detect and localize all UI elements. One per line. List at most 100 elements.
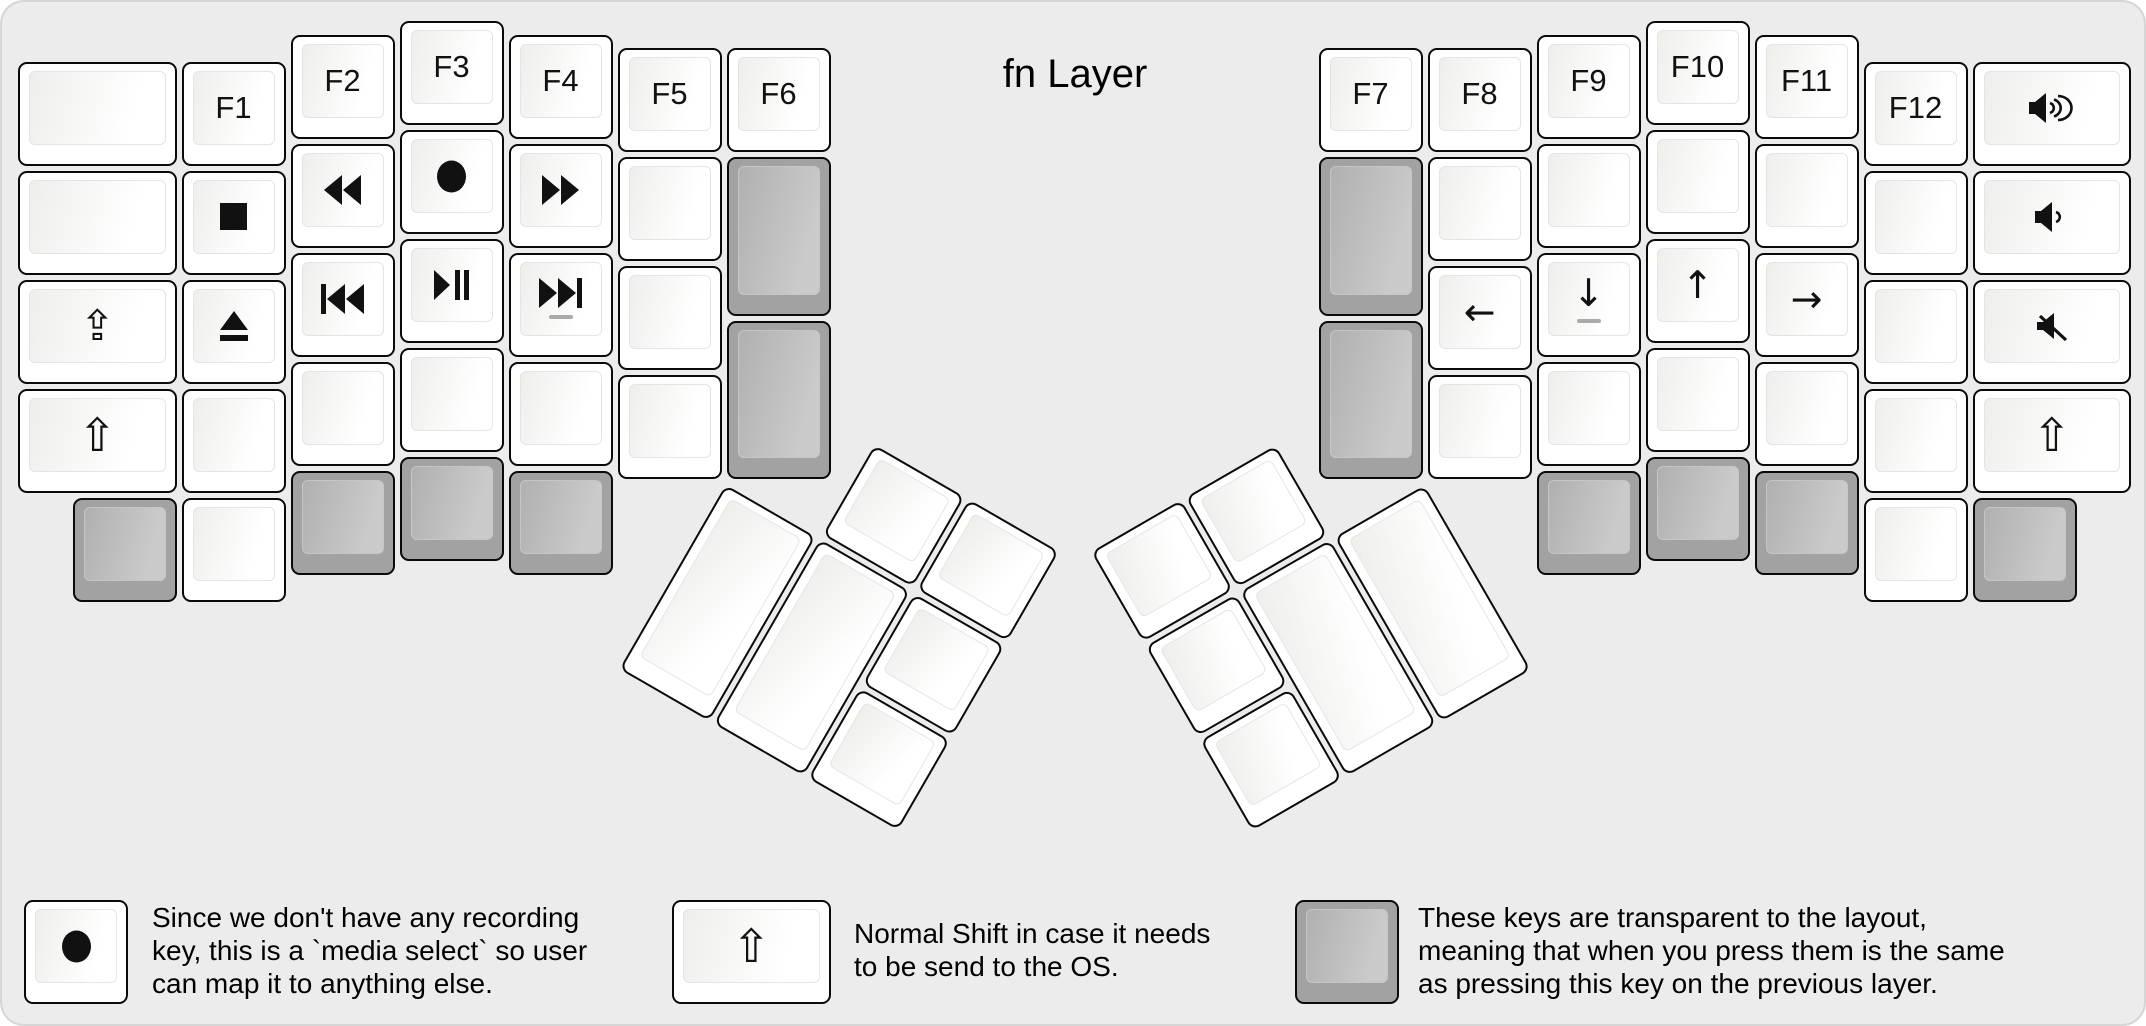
- key-label: F10: [1670, 49, 1725, 84]
- key-play-pause[interactable]: [399, 239, 504, 343]
- arrow-down-icon: ↓: [1572, 271, 1605, 316]
- key-arrow-up[interactable]: ↑: [1645, 239, 1750, 343]
- key-blank[interactable]: [1863, 497, 1968, 602]
- key-stop[interactable]: [181, 170, 286, 275]
- key-blank[interactable]: [617, 157, 722, 262]
- keytop: [1874, 397, 1957, 472]
- key-transparent[interactable]: [290, 470, 395, 575]
- key-transparent[interactable]: [1972, 497, 2077, 602]
- legend-line: Since we don't have any recording: [152, 901, 580, 933]
- key-blank[interactable]: [1427, 157, 1532, 262]
- key-transparent[interactable]: [726, 320, 831, 480]
- key-transparent[interactable]: [508, 470, 613, 575]
- legend-key-1: [24, 900, 128, 1004]
- key-volume-up[interactable]: [1972, 61, 2131, 166]
- key-blank[interactable]: [1427, 375, 1532, 480]
- key-shift[interactable]: ⇧: [18, 388, 177, 493]
- key-label: F4: [542, 62, 579, 98]
- key-blank[interactable]: [1754, 361, 1859, 466]
- keytop: [737, 166, 820, 295]
- shift-icon: ⇧: [731, 919, 771, 973]
- key-blank[interactable]: [181, 388, 286, 493]
- arrow-left-icon: ←: [1463, 290, 1496, 335]
- key-shift[interactable]: ⇧: [1972, 388, 2131, 493]
- keytop: F9: [1547, 43, 1630, 118]
- key-mute[interactable]: [1972, 279, 2131, 384]
- legend-line: meaning that when you press them is the …: [1418, 934, 2005, 966]
- fast-forward-icon: [542, 174, 579, 205]
- keytop: [301, 479, 384, 554]
- key-blank[interactable]: [1536, 361, 1641, 466]
- key-arrow-left[interactable]: ←: [1427, 266, 1532, 371]
- keytop: F2: [301, 43, 384, 118]
- key-transparent[interactable]: [1645, 457, 1750, 561]
- prev-track-icon: [321, 283, 364, 314]
- key-f4[interactable]: F4: [508, 34, 613, 139]
- keytop: F6: [737, 57, 820, 132]
- key-transparent[interactable]: [1318, 157, 1423, 316]
- key-f6[interactable]: F6: [726, 48, 831, 153]
- key-blank[interactable]: [18, 170, 177, 275]
- key-f3[interactable]: F3: [399, 21, 504, 125]
- key-blank[interactable]: [617, 266, 722, 371]
- key-transparent[interactable]: [72, 497, 177, 602]
- key-record[interactable]: [399, 130, 504, 234]
- key-f7[interactable]: F7: [1318, 48, 1423, 153]
- key-blank[interactable]: [290, 361, 395, 466]
- key-transparent[interactable]: [1536, 470, 1641, 575]
- keytop: [410, 357, 493, 431]
- keytop: [1306, 909, 1388, 983]
- key-transparent[interactable]: [726, 157, 831, 316]
- key-caps-shift[interactable]: ⇪: [18, 279, 177, 384]
- keytop: [1874, 288, 1957, 363]
- key-label: F9: [1570, 62, 1607, 98]
- key-f12[interactable]: F12: [1863, 61, 1968, 166]
- key-f9[interactable]: F9: [1536, 34, 1641, 139]
- key-transparent[interactable]: [1318, 320, 1423, 480]
- key-blank[interactable]: [1645, 130, 1750, 234]
- key-blank[interactable]: [1863, 170, 1968, 275]
- keytop: [519, 152, 602, 227]
- keytop: [1874, 179, 1957, 254]
- key-f1[interactable]: F1: [181, 61, 286, 166]
- keytop: [192, 506, 275, 581]
- key-volume-down[interactable]: [1972, 170, 2131, 275]
- key-f11[interactable]: F11: [1754, 34, 1859, 139]
- key-transparent[interactable]: [399, 457, 504, 561]
- legend-line: to be send to the OS.: [854, 951, 1119, 982]
- keytop: [1329, 329, 1412, 459]
- key-blank[interactable]: [181, 497, 286, 602]
- key-prev-track[interactable]: [290, 252, 395, 357]
- key-next-track[interactable]: [508, 252, 613, 357]
- key-blank[interactable]: [1536, 143, 1641, 248]
- keytop: [628, 384, 711, 459]
- key-blank[interactable]: [399, 348, 504, 452]
- key-transparent[interactable]: [1754, 470, 1859, 575]
- key-f8[interactable]: F8: [1427, 48, 1532, 153]
- legend-line: These keys are transparent to the layout…: [1418, 901, 1927, 933]
- key-blank[interactable]: [1754, 143, 1859, 248]
- key-f10[interactable]: F10: [1645, 21, 1750, 125]
- key-blank[interactable]: [508, 361, 613, 466]
- keytop: ⇧: [683, 909, 820, 983]
- key-blank[interactable]: [18, 61, 177, 166]
- key-blank[interactable]: [1863, 279, 1968, 384]
- keytop: [410, 466, 493, 540]
- rewind-icon: [324, 174, 361, 205]
- key-eject[interactable]: [181, 279, 286, 384]
- key-rewind[interactable]: [290, 143, 395, 248]
- keytop: [1198, 458, 1307, 564]
- key-f2[interactable]: F2: [290, 34, 395, 139]
- keytop: [936, 512, 1045, 618]
- keytop: F3: [410, 30, 493, 104]
- key-arrow-down[interactable]: ↓: [1536, 252, 1641, 357]
- keytop: [628, 275, 711, 350]
- legend-key-2: ⇧: [672, 900, 831, 1004]
- key-arrow-right[interactable]: →: [1754, 252, 1859, 357]
- legend-line: Normal Shift in case it needs: [854, 918, 1211, 949]
- key-blank[interactable]: [617, 375, 722, 480]
- key-blank[interactable]: [1645, 348, 1750, 452]
- key-blank[interactable]: [1863, 388, 1968, 493]
- key-fast-forward[interactable]: [508, 143, 613, 248]
- key-f5[interactable]: F5: [617, 48, 722, 153]
